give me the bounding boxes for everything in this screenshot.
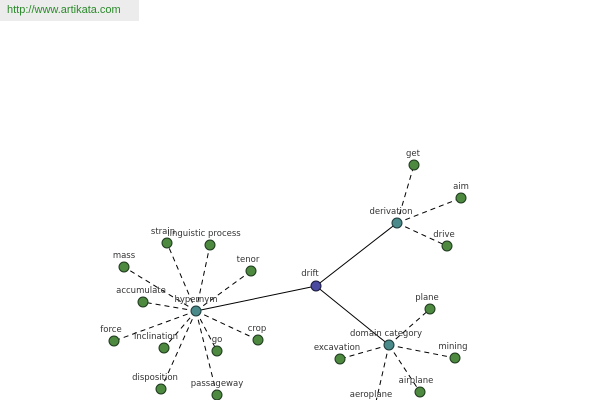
graph-edges xyxy=(113,164,462,400)
node-passageway-label: passageway xyxy=(191,379,244,389)
node-mass[interactable] xyxy=(118,261,130,273)
graph-nodes xyxy=(108,159,467,400)
edge-drift-domain_category xyxy=(315,285,390,346)
edge-derivation-drive xyxy=(396,222,448,247)
node-force-label: force xyxy=(100,325,121,335)
node-excavation[interactable] xyxy=(334,353,346,365)
node-plane-label: plane xyxy=(415,293,439,303)
edge-hypernym-strain xyxy=(166,242,197,312)
hub-node-domain-category[interactable] xyxy=(383,339,395,351)
node-drive-label: drive xyxy=(433,230,455,240)
edge-domain_category-plane xyxy=(388,308,431,346)
node-tenor[interactable] xyxy=(245,265,257,277)
node-aim[interactable] xyxy=(455,192,467,204)
node-accumulate-label: accumulate xyxy=(116,286,166,296)
hub-node-hypernym-label: hypernym xyxy=(174,295,217,305)
node-mass-label: mass xyxy=(113,251,136,261)
hub-node-hypernym[interactable] xyxy=(190,305,202,317)
edge-hypernym-force xyxy=(113,310,197,342)
node-excavation-label: excavation xyxy=(314,343,360,353)
node-force[interactable] xyxy=(108,335,120,347)
edge-hypernym-crop xyxy=(195,310,259,341)
node-get[interactable] xyxy=(408,159,420,171)
edge-domain_category-mining xyxy=(388,344,456,359)
edge-drift-hypernym xyxy=(195,285,317,312)
hub-node-derivation-label: derivation xyxy=(369,207,412,217)
hub-node-domain-category-label: domain category xyxy=(350,329,422,339)
center-node-drift-label: drift xyxy=(301,269,319,279)
edge-domain_category-airplane xyxy=(388,344,421,393)
node-go[interactable] xyxy=(211,345,223,357)
node-airplane[interactable] xyxy=(414,386,426,398)
node-inclination-label: inclination xyxy=(134,332,178,342)
center-node-drift[interactable] xyxy=(310,280,322,292)
edge-hypernym-passageway xyxy=(195,310,218,396)
node-crop[interactable] xyxy=(252,334,264,346)
source-watermark: http://www.artikata.com xyxy=(0,0,139,21)
node-mining[interactable] xyxy=(449,352,461,364)
node-linguistic-process-label: linguistic process xyxy=(167,229,241,239)
edge-hypernym-inclination xyxy=(163,310,197,349)
node-strain-label: strain xyxy=(151,227,175,237)
node-tenor-label: tenor xyxy=(237,255,260,265)
node-aeroplane-label: aeroplane xyxy=(350,390,393,400)
node-go-label: go xyxy=(212,335,223,345)
edge-derivation-aim xyxy=(396,197,462,224)
node-passageway[interactable] xyxy=(211,389,223,400)
edge-derivation-get xyxy=(396,164,415,224)
node-mining-label: mining xyxy=(438,342,467,352)
node-strain[interactable] xyxy=(161,237,173,249)
graph-labels: get aim drive plane mining airplane aeroplane e… xyxy=(100,149,469,400)
node-disposition[interactable] xyxy=(155,383,167,395)
node-inclination[interactable] xyxy=(158,342,170,354)
hub-node-derivation[interactable] xyxy=(391,217,403,229)
edge-hypernym-linguistic_process xyxy=(195,244,211,312)
node-linguistic-process[interactable] xyxy=(204,239,216,251)
node-accumulate[interactable] xyxy=(137,296,149,308)
node-crop-label: crop xyxy=(248,324,267,334)
node-disposition-label: disposition xyxy=(132,373,178,383)
node-get-label: get xyxy=(406,149,421,159)
node-plane[interactable] xyxy=(424,303,436,315)
node-drive[interactable] xyxy=(441,240,453,252)
edge-domain_category-aeroplane xyxy=(375,344,390,400)
edge-drift-derivation xyxy=(315,222,398,287)
edge-hypernym-tenor xyxy=(195,270,252,312)
edge-hypernym-go xyxy=(195,310,218,352)
node-airplane-label: airplane xyxy=(399,376,434,386)
node-aim-label: aim xyxy=(453,182,469,192)
